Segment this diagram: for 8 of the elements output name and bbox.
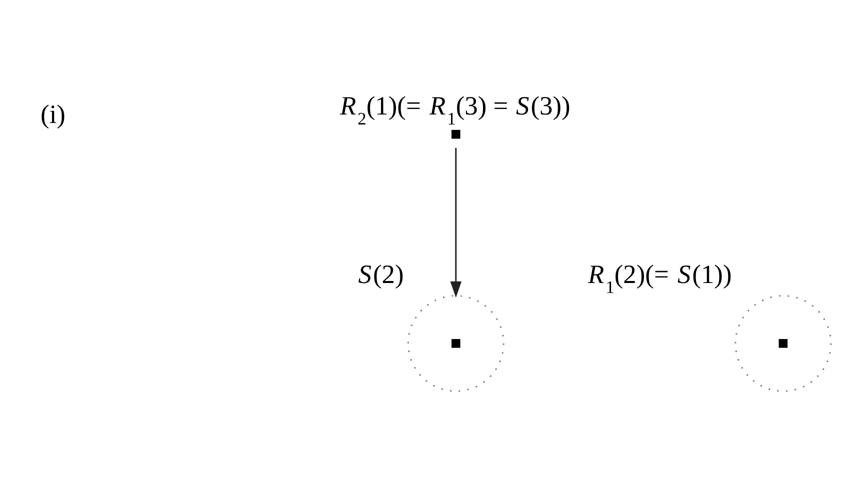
arrow: [450, 148, 462, 298]
label: (i): [40, 99, 66, 130]
node-label: R$_{2}$(1)(= R$_{1}$(3) = S(3)): [340, 90, 570, 128]
node-circle: [407, 295, 504, 392]
node-label: S(2): [358, 259, 404, 290]
node-box: [451, 130, 460, 139]
node-label: R$_{1}$(2)(= S(1)): [588, 259, 732, 298]
node-circle: [734, 295, 832, 392]
